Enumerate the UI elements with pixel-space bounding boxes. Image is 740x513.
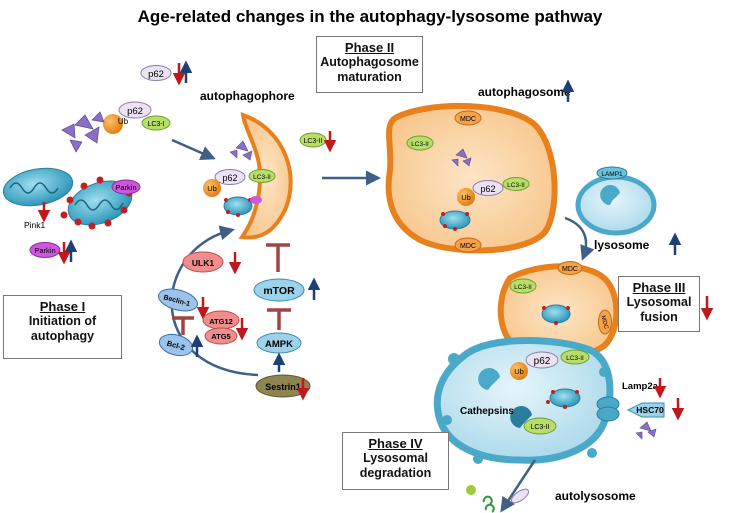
phase2-title: Phase II <box>344 40 395 55</box>
parkin-on-mito: Parkin <box>111 179 141 195</box>
degradation-products <box>466 485 530 513</box>
svg-text:MDC: MDC <box>562 266 578 273</box>
svg-text:LC3-II: LC3-II <box>303 138 322 145</box>
beclin1-node: Beclin-1 <box>158 288 198 312</box>
flow-arrow-to-fusion <box>564 216 595 261</box>
phase1-title: Phase I <box>39 299 86 314</box>
phase4-title: Phase IV <box>368 436 423 451</box>
autophagosome-body <box>385 102 558 254</box>
mtor-node: mTOR <box>253 278 305 302</box>
svg-text:Ub: Ub <box>118 117 129 126</box>
phase2-box: Phase II Autophagosome maturation <box>316 36 423 93</box>
sestrin1-node: Sestrin1 <box>255 374 311 398</box>
autolysosome-body <box>433 337 614 464</box>
atg12-atg5-node: ATG12 ATG5 <box>202 310 240 345</box>
svg-text:HSC70: HSC70 <box>636 405 664 415</box>
p62-ub-lc3i-complex: p62 Ub LC3-I <box>103 101 171 134</box>
protein-aggregate <box>61 111 105 153</box>
autolysosome-contents: p62 LC3-II Ub LC3-II <box>442 349 609 464</box>
svg-text:Ub: Ub <box>461 193 471 202</box>
ulk1-node: ULK1 <box>182 251 224 273</box>
phase2-line2: maturation <box>337 70 402 84</box>
svg-text:Parkin: Parkin <box>115 183 136 192</box>
phase4-line1: Lysosomal <box>363 451 428 465</box>
p62-top: p62 <box>140 65 172 81</box>
phase1-line1: Initiation of <box>28 314 97 328</box>
svg-text:LC3-II: LC3-II <box>411 141 429 148</box>
svg-text:mTOR: mTOR <box>263 285 295 297</box>
svg-text:ULK1: ULK1 <box>192 258 214 268</box>
svg-text:ATG5: ATG5 <box>211 332 230 341</box>
lc3ii-on-phagophore: LC3-II <box>299 132 327 148</box>
svg-text:LAMP1: LAMP1 <box>601 171 623 178</box>
cma-substrate <box>635 421 657 440</box>
phase3-line2: fusion <box>640 310 678 324</box>
bcl2-node: Bcl-2 <box>158 333 194 357</box>
svg-text:MDC: MDC <box>460 243 476 250</box>
ampk-node: AMPK <box>256 332 302 354</box>
svg-text:p62: p62 <box>534 356 551 367</box>
autolysosome-label: autolysosome <box>555 489 636 503</box>
phase3-box: Phase III Lysosomal fusion <box>618 276 700 332</box>
autophagophore-label: autophagophore <box>200 89 295 103</box>
svg-text:LC3-II: LC3-II <box>530 424 549 431</box>
svg-text:LC3-II: LC3-II <box>566 355 584 362</box>
svg-text:LC3-II: LC3-II <box>507 182 525 189</box>
lamp2a-channel <box>596 396 620 422</box>
lamp2a-label: Lamp2a <box>622 381 659 392</box>
mitochondrion-left <box>2 167 74 207</box>
phase1-line2: autophagy <box>30 329 95 343</box>
svg-text:LC3-I: LC3-I <box>147 121 164 128</box>
svg-text:LC3-II: LC3-II <box>253 174 271 181</box>
phase1-box: Phase I Initiation of autophagy <box>3 295 122 359</box>
parkin-bottom: Parkin <box>29 242 61 258</box>
svg-text:p62: p62 <box>222 173 237 183</box>
pink1-label: Pink1 <box>24 220 46 230</box>
mtor-inhibition-bar <box>266 243 290 272</box>
flow-arrow-degradation <box>500 459 537 513</box>
phase3-title: Phase III <box>632 280 686 295</box>
lysosome-label: lysosome <box>594 238 650 252</box>
autophagosome-contents: MDC MDC LC3-II p62 LC3-II Ub <box>406 110 530 253</box>
svg-text:LC3-II: LC3-II <box>514 284 532 291</box>
phagophore-cargo: p62 LC3-II Ub <box>203 140 276 217</box>
bcl2-inhibition-bar <box>172 316 194 335</box>
svg-text:ATG12: ATG12 <box>209 317 233 326</box>
svg-text:MDC: MDC <box>599 315 609 330</box>
flow-arrow-cargo <box>171 138 216 161</box>
svg-text:AMPK: AMPK <box>265 339 293 350</box>
phase4-line2: degradation <box>359 466 432 480</box>
lysosome: LAMP1 <box>575 166 657 236</box>
hsc70-node: HSC70 <box>626 402 665 418</box>
phase3-line1: Lysosomal <box>626 295 692 309</box>
phase4-box: Phase IV Lysosomal degradation <box>342 432 449 490</box>
fusion-contents: MDC MDC LC3-II <box>509 261 612 335</box>
svg-text:MDC: MDC <box>460 116 476 123</box>
svg-text:Sestrin1: Sestrin1 <box>265 382 301 392</box>
mitochondrion-right <box>60 176 133 230</box>
svg-text:Parkin: Parkin <box>34 246 55 255</box>
svg-text:Ub: Ub <box>514 367 524 376</box>
cathepsins-label: Cathepsins <box>460 406 514 417</box>
phase2-line1: Autophagosome <box>320 55 419 69</box>
ampk-mtor-inhibition <box>267 308 291 330</box>
svg-text:Ub: Ub <box>207 184 217 193</box>
autophagosome-label: autophagosome <box>478 85 571 99</box>
svg-text:p62: p62 <box>127 106 143 117</box>
svg-text:p62: p62 <box>148 69 164 80</box>
svg-text:p62: p62 <box>480 184 495 194</box>
diagram-title: Age-related changes in the autophagy-lys… <box>138 7 603 26</box>
